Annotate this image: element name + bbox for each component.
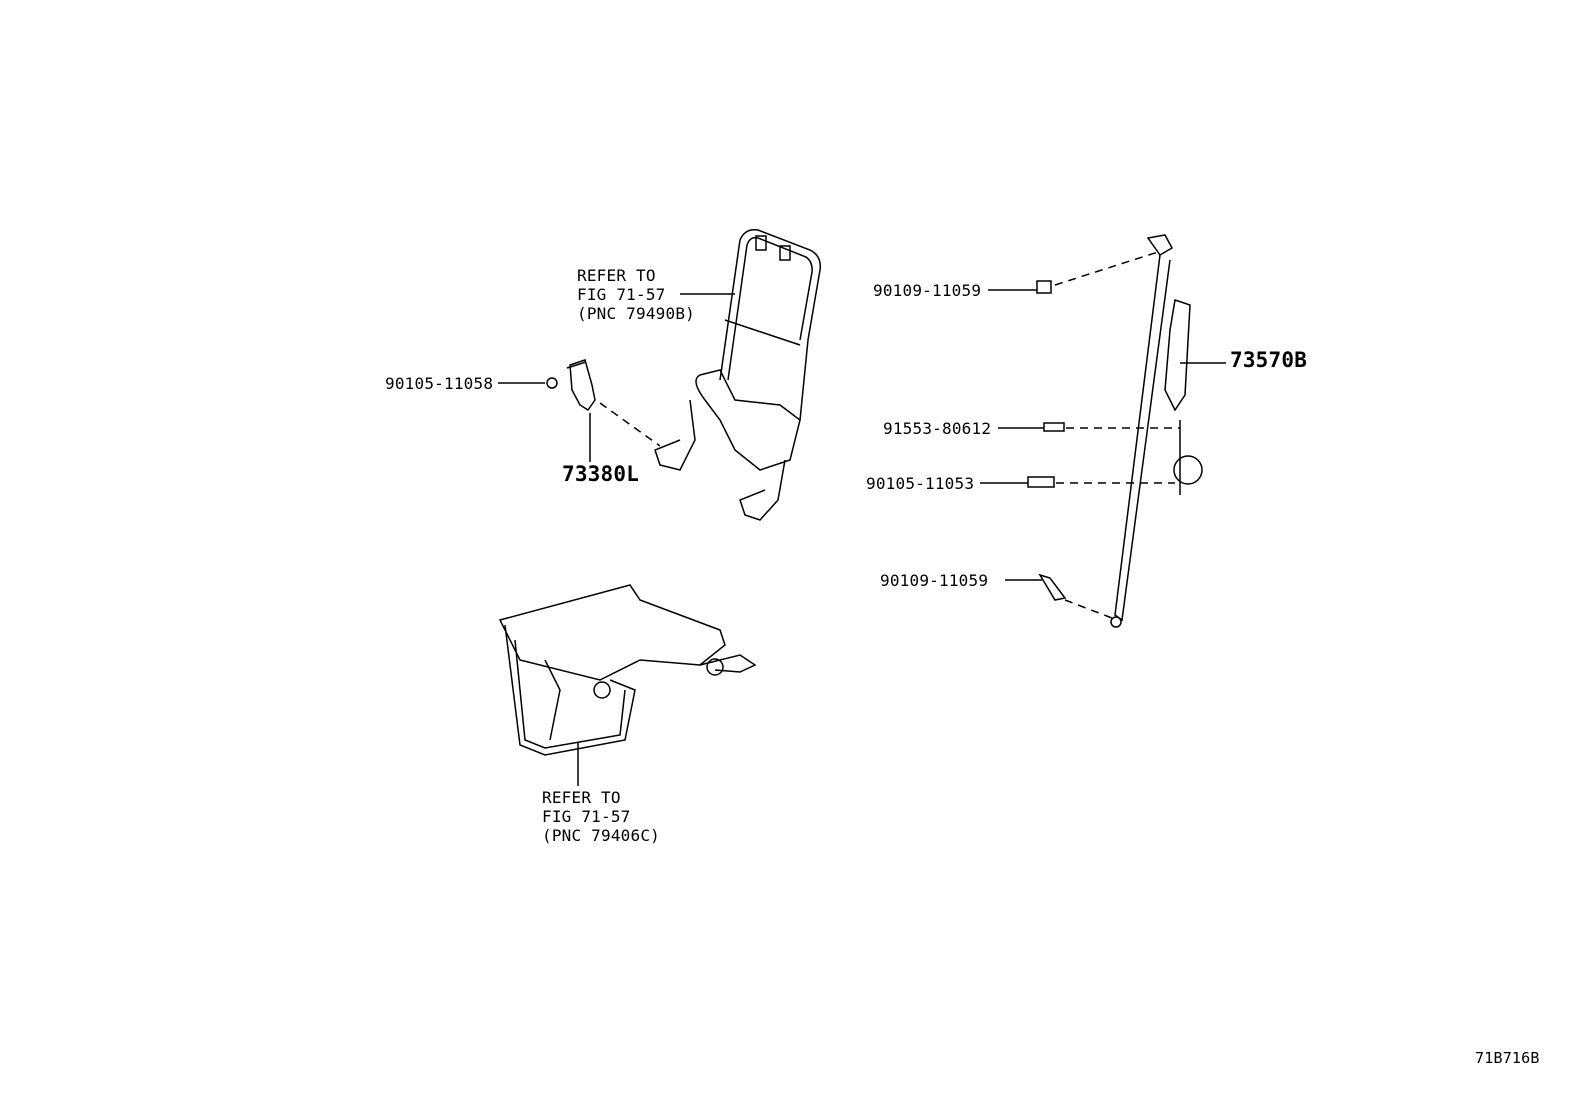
figure-code: 71B716B — [1475, 1049, 1540, 1067]
part-label-90109-11059-lower[interactable]: 90109-11059 — [880, 571, 989, 590]
seat-cushion-frame-drawing — [498, 584, 757, 756]
seat-belt-buckle-drawing — [546, 359, 596, 412]
leader-lines — [498, 289, 1226, 786]
seatback-ref-line-1: REFER TO — [577, 266, 656, 285]
cushion-reference-label: REFER TO FIG 71-57 (PNC 79406C) — [542, 788, 660, 845]
seatback-frame-drawing — [654, 228, 822, 521]
part-label-73380L[interactable]: 73380L — [562, 462, 640, 486]
part-label-91553-80612[interactable]: 91553-80612 — [883, 419, 992, 438]
cushion-ref-line-3: (PNC 79406C) — [542, 826, 660, 845]
seat-belt-drawing — [1027, 234, 1203, 628]
cushion-ref-line-2: FIG 71-57 — [542, 807, 631, 826]
part-label-90105-11058[interactable]: 90105-11058 — [385, 374, 494, 393]
part-label-90105-11053[interactable]: 90105-11053 — [866, 474, 975, 493]
seatback-reference-label: REFER TO FIG 71-57 (PNC 79490B) — [577, 266, 695, 323]
seatback-ref-line-2: FIG 71-57 — [577, 285, 666, 304]
part-label-90109-11059-upper[interactable]: 90109-11059 — [873, 281, 982, 300]
cushion-ref-line-1: REFER TO — [542, 788, 621, 807]
seatback-ref-line-3: (PNC 79490B) — [577, 304, 695, 323]
dashed-assembly-lines — [599, 251, 1180, 619]
part-label-73570B[interactable]: 73570B — [1230, 348, 1308, 372]
